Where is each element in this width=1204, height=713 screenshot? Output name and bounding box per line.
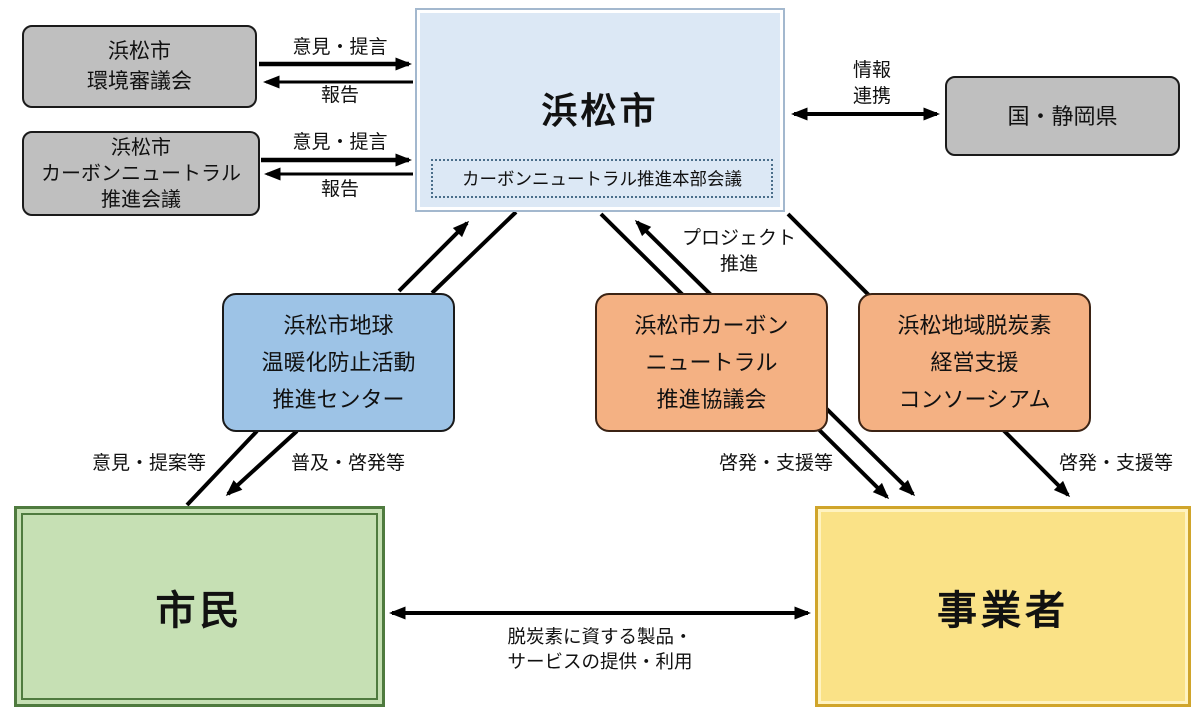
label-enlightenment-support-1: 啓発・支援等: [718, 453, 833, 474]
city-subcommittee-box: カーボンニュートラル推進本部会議: [431, 159, 773, 198]
label-enlightenment-support-2: 啓発・支援等: [1058, 453, 1173, 474]
node-cn-council: 浜松市 カーボンニュートラル 推進会議: [22, 131, 260, 216]
node-nation-prefecture: 国・静岡県: [945, 76, 1180, 156]
edge-city-to-center: [430, 210, 518, 295]
node-warming-prevention-center: 浜松市地球 温暖化防止活動 推進センター: [222, 293, 455, 432]
node-city: 浜松市 カーボンニュートラル推進本部会議: [415, 8, 785, 212]
label-project-promotion: プロジェクト 推進: [681, 228, 796, 275]
label-opinion-suggestion: 意見・提案等: [91, 453, 206, 474]
city-title: 浜松市: [541, 90, 659, 131]
label-opinion-proposal-1: 意見・提言: [292, 37, 388, 58]
label-spread-enlightenment: 普及・啓発等: [290, 453, 405, 474]
node-citizens: 市民: [14, 506, 385, 707]
label-info-link: 情報 連携: [852, 60, 891, 107]
label-report-1: 報告: [320, 85, 359, 106]
node-business: 事業者: [815, 506, 1191, 707]
edge-center-to-city: [397, 220, 470, 293]
label-decarbon-products-services: 脱炭素に資する製品・ サービスの提供・利用: [507, 626, 693, 672]
node-env-council: 浜松市 環境審議会: [22, 25, 257, 108]
label-report-2: 報告: [320, 179, 359, 200]
node-decarbon-consortium: 浜松地域脱炭素 経営支援 コンソーシアム: [858, 293, 1091, 432]
edge-citizens-to-center: [185, 429, 259, 507]
node-cn-association: 浜松市カーボン ニュートラル 推進協議会: [595, 293, 828, 432]
edge-center-to-citizens: [225, 429, 299, 497]
label-opinion-proposal-2: 意見・提言: [292, 132, 388, 153]
